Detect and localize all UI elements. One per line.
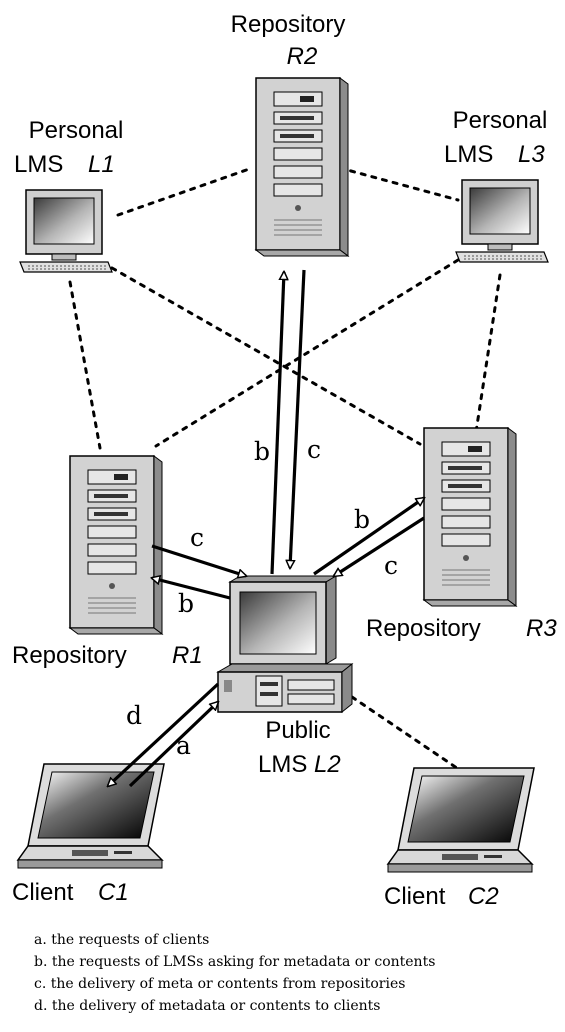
public-lms-l2-computer-icon	[216, 575, 354, 714]
svg-text:L2: L2	[314, 751, 341, 778]
svg-text:Repository: Repository	[231, 11, 346, 38]
svg-text:C1: C1	[98, 879, 129, 906]
label-client-c1: Client C1	[12, 879, 129, 906]
repository-r3-server-icon	[423, 427, 517, 607]
personal-lms-l1-computer-icon	[19, 189, 113, 273]
svg-text:C2: C2	[468, 883, 499, 910]
svg-text:Repository: Repository	[12, 642, 127, 669]
flow-label-b: b	[178, 589, 194, 618]
label-personal-lms-l3: Personal LMS L3	[444, 107, 547, 168]
legend: a. the requests of clients b. the reques…	[34, 929, 554, 1017]
svg-text:LMS: LMS	[14, 151, 63, 178]
dotted-links	[68, 166, 518, 810]
label-repository-r2: Repository R2	[231, 11, 346, 70]
flow-label-b: b	[354, 505, 370, 534]
svg-text:Public: Public	[265, 717, 330, 744]
legend-item-d: d. the delivery of metadata or contents …	[34, 998, 381, 1014]
svg-text:LMS: LMS	[258, 751, 307, 778]
flow-arrows	[108, 269, 424, 786]
repository-r2-server-icon	[255, 77, 349, 257]
svg-text:Personal: Personal	[29, 117, 124, 144]
flow-label-a: a	[176, 731, 191, 760]
legend-item-c: c. the delivery of meta or contents from…	[34, 976, 406, 992]
svg-text:L3: L3	[518, 141, 545, 168]
flow-label-c: c	[384, 551, 398, 580]
label-repository-r3: Repository R3	[366, 615, 557, 642]
flow-label-c: c	[307, 435, 321, 464]
label-client-c2: Client C2	[384, 883, 499, 910]
flow-label-b: b	[254, 437, 270, 466]
legend-item-b: b. the requests of LMSs asking for metad…	[34, 954, 436, 970]
svg-text:R2: R2	[287, 43, 318, 70]
flow-label-d: d	[126, 701, 142, 730]
label-public-lms-l2: Public LMS L2	[258, 717, 341, 778]
legend-item-a: a. the requests of clients	[34, 932, 210, 948]
client-c2-laptop-icon	[387, 767, 535, 873]
flow-label-c: c	[190, 523, 204, 552]
svg-text:Repository: Repository	[366, 615, 481, 642]
svg-text:L1: L1	[88, 151, 115, 178]
svg-text:R1: R1	[172, 642, 203, 669]
svg-text:Personal: Personal	[453, 107, 548, 134]
client-c1-laptop-icon	[17, 763, 165, 869]
label-repository-r1: Repository R1	[12, 642, 203, 669]
svg-text:LMS: LMS	[444, 141, 493, 168]
svg-text:Client: Client	[384, 883, 446, 910]
svg-text:Client: Client	[12, 879, 74, 906]
repository-r1-server-icon	[69, 455, 163, 635]
personal-lms-l3-computer-icon	[455, 179, 549, 263]
svg-text:R3: R3	[526, 615, 557, 642]
label-personal-lms-l1: Personal LMS L1	[14, 117, 123, 178]
